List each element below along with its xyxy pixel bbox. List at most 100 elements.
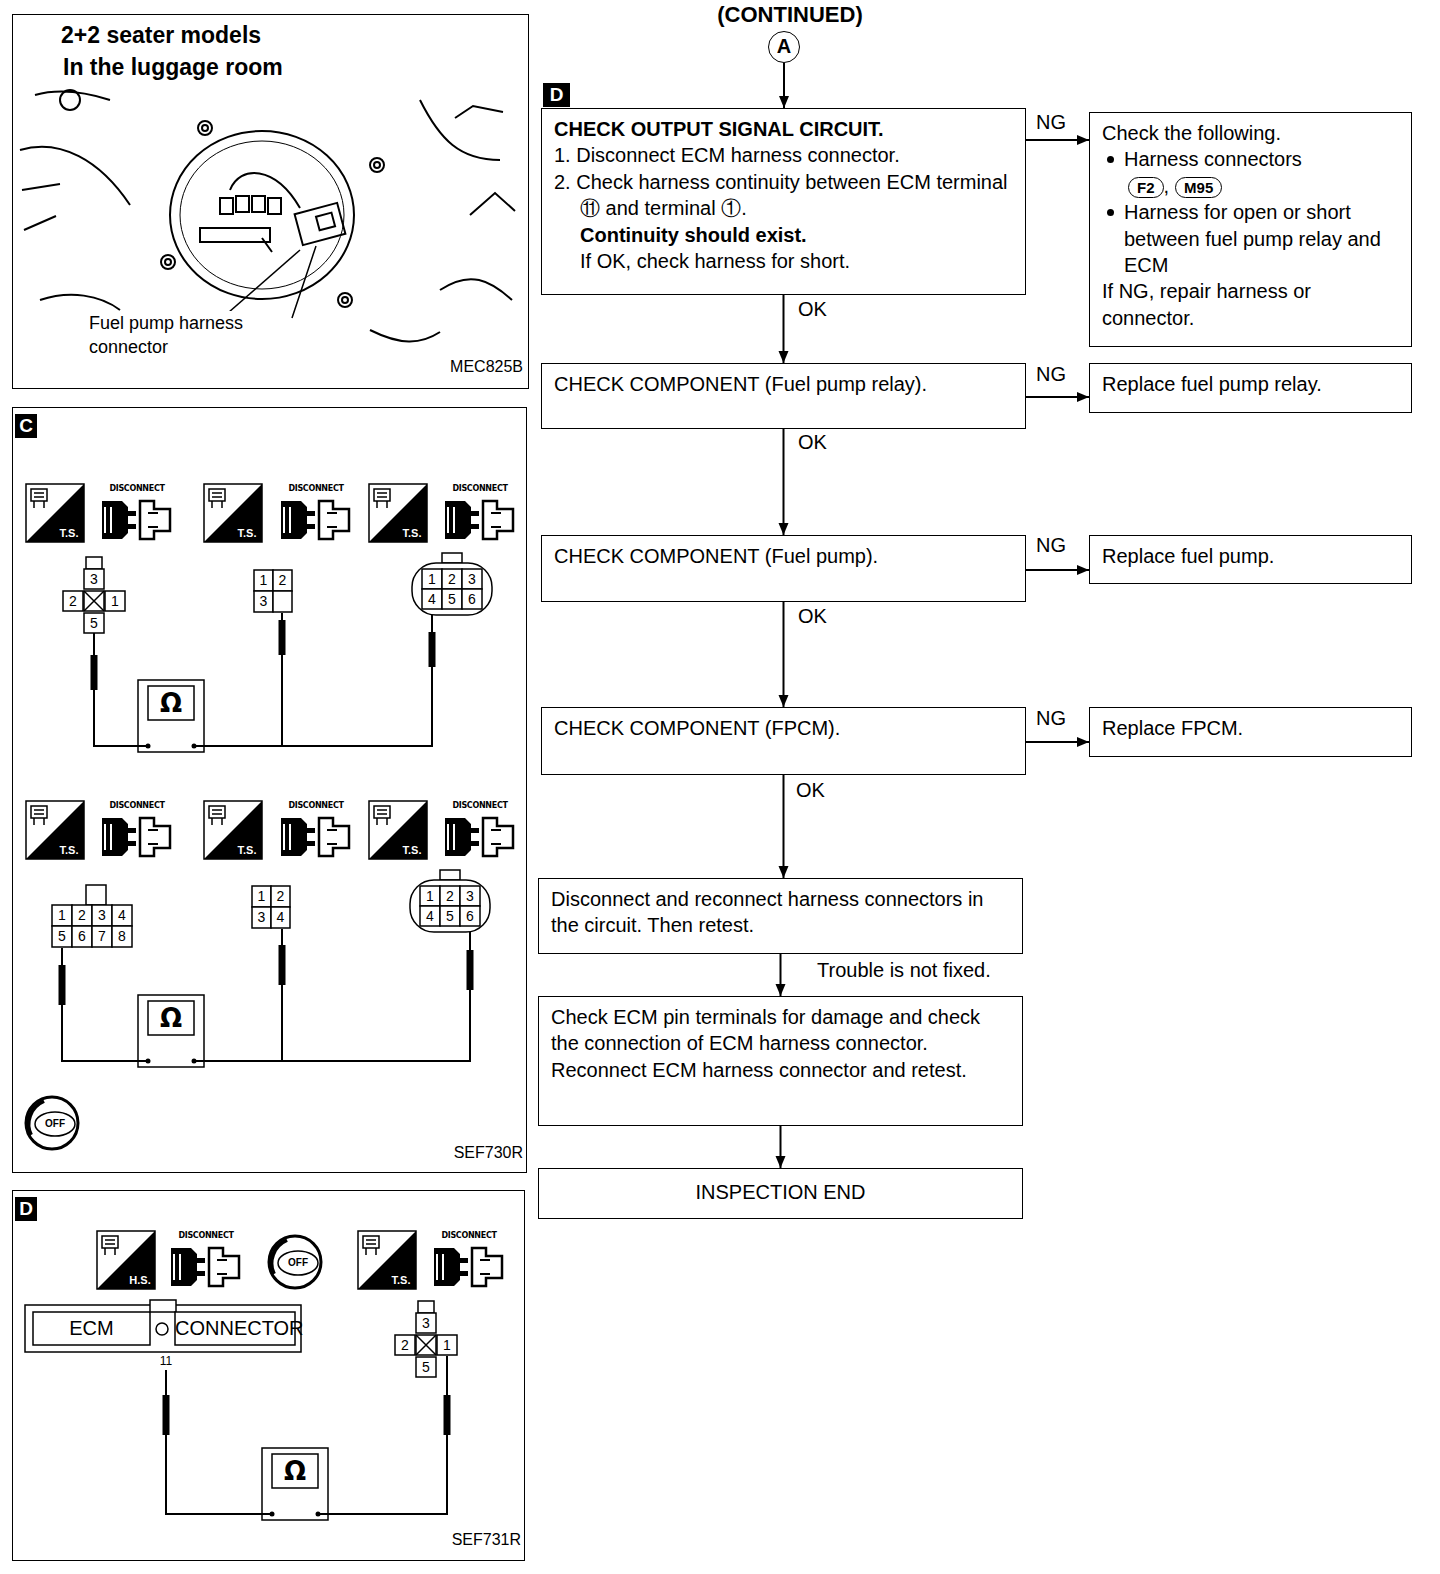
connector-housing <box>412 563 492 615</box>
disconnect-icon <box>434 1248 502 1286</box>
tester-icon <box>369 801 427 859</box>
bullet-dot <box>1107 156 1114 163</box>
panel-text: SEF731R <box>429 1531 521 1549</box>
connector-cell <box>92 926 112 947</box>
pin-number: 5 <box>52 926 72 947</box>
bullet-row: Harness for open or short between fuel p… <box>1102 199 1399 278</box>
box-text: Replace FPCM. <box>1102 715 1399 741</box>
body-line <box>440 279 512 300</box>
disconnect-icon <box>281 501 349 539</box>
probe-handle <box>429 632 436 667</box>
pin-number: 1 <box>420 886 440 906</box>
connector-cell <box>440 886 460 906</box>
process-box: CHECK COMPONENT (FPCM). <box>541 707 1026 775</box>
test-lead <box>94 633 148 746</box>
connector-cell <box>442 589 462 609</box>
flow-arrow <box>1026 396 1089 398</box>
edge-label: NG <box>1034 533 1068 557</box>
symbol-label: D <box>543 83 570 107</box>
process-box: Replace fuel pump relay. <box>1089 363 1412 413</box>
symbol-label: Ω <box>272 1454 318 1488</box>
probe-handle <box>163 1395 170 1435</box>
pin-number: 1 <box>422 569 442 589</box>
pin-number: 6 <box>460 906 480 926</box>
pin-number: 5 <box>440 906 460 926</box>
edge-label: NG <box>1034 362 1068 386</box>
symbol-label: ECM <box>33 1312 150 1345</box>
box-text: CHECK OUTPUT SIGNAL CIRCUIT. <box>554 116 1013 142</box>
symbol-label: H.S. <box>125 1273 155 1287</box>
symbol-label: DISCONNECT <box>426 1230 512 1241</box>
box-text: , <box>1164 175 1170 197</box>
tester-icon <box>369 484 427 542</box>
disconnect-icon <box>445 818 513 856</box>
symbol-label: DISCONNECT <box>273 483 359 494</box>
connector-oval: M95 <box>1175 177 1222 198</box>
pin-number: 4 <box>420 906 440 926</box>
box-text: Harness for open or short between fuel p… <box>1124 201 1381 276</box>
symbol-label: T.S. <box>232 526 262 540</box>
symbol-label: DISCONNECT <box>437 800 523 811</box>
pump-fitting <box>236 196 249 212</box>
test-lead <box>318 1356 447 1514</box>
flow-arrow <box>1026 139 1089 141</box>
pin-number: 6 <box>72 926 92 947</box>
process-box: CHECK OUTPUT SIGNAL CIRCUIT.1. Disconnec… <box>541 108 1026 295</box>
process-box: Disconnect and reconnect harness connect… <box>538 878 1023 954</box>
connector-tab <box>86 885 106 905</box>
test-lead <box>194 929 282 1061</box>
process-box: Check ECM pin terminals for damage and c… <box>538 996 1023 1126</box>
panel-text: 2+2 seater models <box>59 21 383 49</box>
connector-cell <box>422 569 442 589</box>
connector-cell <box>460 886 480 906</box>
probe-handle <box>444 1395 451 1435</box>
tester-icon <box>26 801 84 859</box>
symbol-label: T.S. <box>386 1273 416 1287</box>
connector-tab <box>440 870 460 880</box>
connector-cell <box>462 589 482 609</box>
connector-cell <box>420 906 440 926</box>
pin-number: 3 <box>462 569 482 589</box>
ohmmeter-window <box>272 1454 318 1488</box>
pin-number: 2 <box>271 886 290 907</box>
connector-cell <box>416 1313 436 1333</box>
pin-number: 3 <box>460 886 480 906</box>
symbol-label: T.S. <box>232 843 262 857</box>
pump-opening <box>180 141 344 289</box>
disconnect-icon <box>171 1248 239 1286</box>
pump-opening <box>170 131 354 299</box>
process-box: CHECK COMPONENT (Fuel pump). <box>541 535 1026 602</box>
harness-connector <box>295 203 346 245</box>
harness-wire <box>230 173 300 208</box>
pin-number: 2 <box>273 570 292 591</box>
connector-tab <box>442 553 462 563</box>
probe-handle <box>59 965 66 1005</box>
disconnect-icon <box>102 818 170 856</box>
symbol-label: Ω <box>148 1001 194 1035</box>
connector-cell <box>440 906 460 926</box>
flow-arrow <box>783 63 785 108</box>
flow-arrow <box>783 775 785 878</box>
panel-tag: C <box>15 414 37 438</box>
box-text: Check the following. <box>1102 120 1399 146</box>
connector-box <box>175 1312 295 1345</box>
pin-number: 4 <box>271 907 290 928</box>
pin-number: 3 <box>252 907 271 928</box>
pin-number: 5 <box>416 1357 436 1377</box>
flow-arrow <box>783 295 785 363</box>
connector-cell <box>52 926 72 947</box>
pin-number: 6 <box>462 589 482 609</box>
connector-tab <box>418 1301 434 1313</box>
bolt-hole <box>342 297 348 303</box>
connector-cell <box>416 1335 436 1355</box>
edge-label: OK <box>794 778 827 802</box>
panel-text: Fuel pump harness connector <box>87 311 291 359</box>
tester-icon <box>26 484 84 542</box>
pin-number: 1 <box>52 905 72 926</box>
process-box: Replace fuel pump. <box>1089 535 1412 584</box>
pin-number: 2 <box>72 905 92 926</box>
bolt-hole <box>202 125 208 131</box>
ohmmeter-window <box>148 1001 194 1035</box>
flow-arrow <box>1026 741 1089 743</box>
process-box: Check the following.Harness connectorsF2… <box>1089 112 1412 347</box>
